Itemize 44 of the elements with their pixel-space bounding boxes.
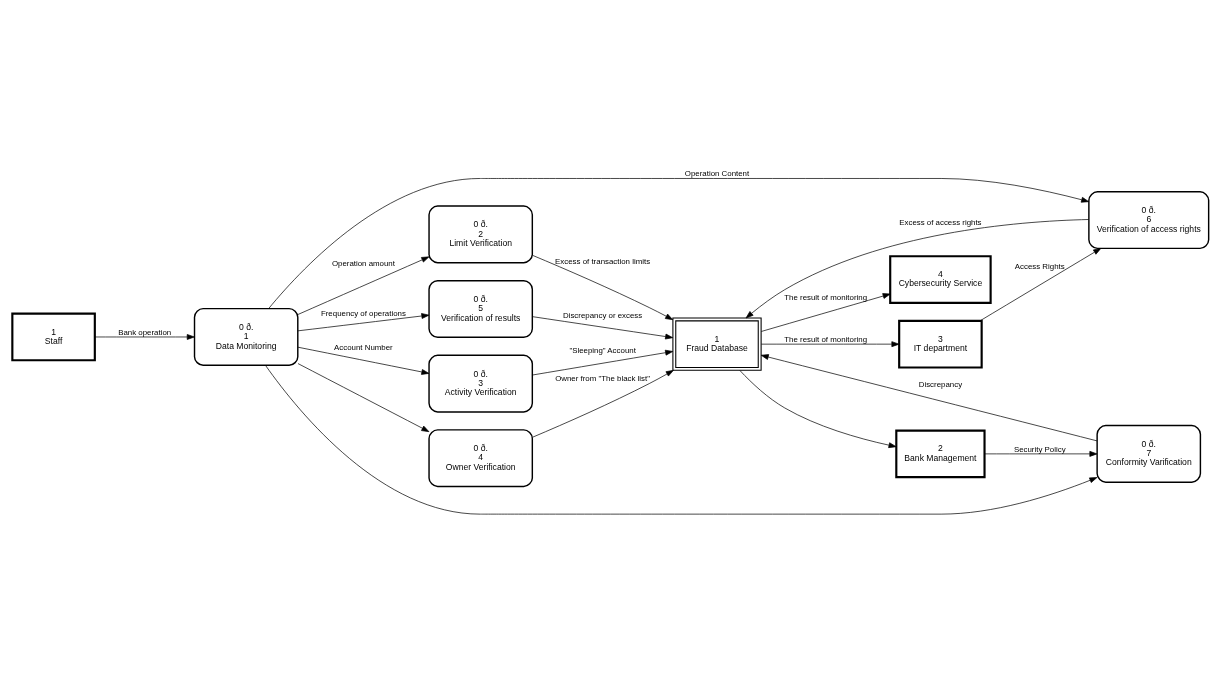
node-box: 2 Bank Management — [895, 429, 986, 479]
arrow — [532, 254, 674, 321]
arrow — [297, 256, 430, 315]
arrow — [265, 365, 1098, 515]
edge-label: Operation amount — [331, 258, 395, 268]
arrow — [297, 346, 430, 375]
arrow — [979, 248, 1102, 322]
arrow — [745, 219, 1090, 319]
edge-label: Security Policy — [1013, 444, 1066, 454]
node-box: 0 ð. 5 Verification of results — [428, 279, 534, 339]
edge-label: Excess of access rights — [899, 217, 982, 227]
arrow — [268, 178, 1090, 309]
node-box: 1 Staff — [11, 312, 96, 362]
node-box: 4 Cybersecurity Service — [889, 255, 992, 304]
arrow — [984, 451, 1098, 457]
edge-label: Bank operation — [118, 327, 172, 337]
edge-label: The result of monitoring — [784, 334, 868, 344]
arrow — [760, 341, 900, 348]
edge-label: Account Number — [334, 342, 393, 352]
edge-label: "Sleeping" Account — [569, 346, 636, 356]
node-box: 0 ð. 3 Activity Verification — [428, 354, 534, 413]
edge-label: Operation Content — [684, 169, 750, 179]
arrow — [739, 370, 897, 448]
node-box: 0 ð. 7 Conformity Varification — [1096, 424, 1202, 483]
edge-label: Discrepancy or excess — [563, 311, 643, 321]
arrow — [532, 349, 674, 376]
arrow — [760, 354, 1098, 442]
arrow — [760, 293, 891, 332]
arrow — [297, 313, 430, 332]
arrow — [532, 369, 674, 438]
node-box: 0 ð. 6 Verification of access rights — [1088, 191, 1210, 250]
edge-label: Owner from "The black list" — [555, 374, 651, 384]
node-box: 0 ð. 2 Limit Verification — [428, 205, 534, 264]
edge-label: The result of monitoring — [784, 293, 868, 303]
edge-label: Frequency of operations — [320, 309, 406, 319]
node-box: 0 ð. 4 Owner Verification — [428, 429, 534, 488]
arrow — [532, 316, 674, 340]
edge-label: Excess of transaction limits — [555, 257, 651, 267]
node-box: 3 IT department — [898, 319, 983, 369]
edge-label: Access Rights — [1014, 262, 1065, 272]
node-box: 0 ð. 1 Data Monitoring — [193, 307, 299, 367]
edge-label: Discrepancy — [918, 380, 963, 390]
arrow — [94, 334, 195, 340]
arrow — [297, 363, 430, 432]
